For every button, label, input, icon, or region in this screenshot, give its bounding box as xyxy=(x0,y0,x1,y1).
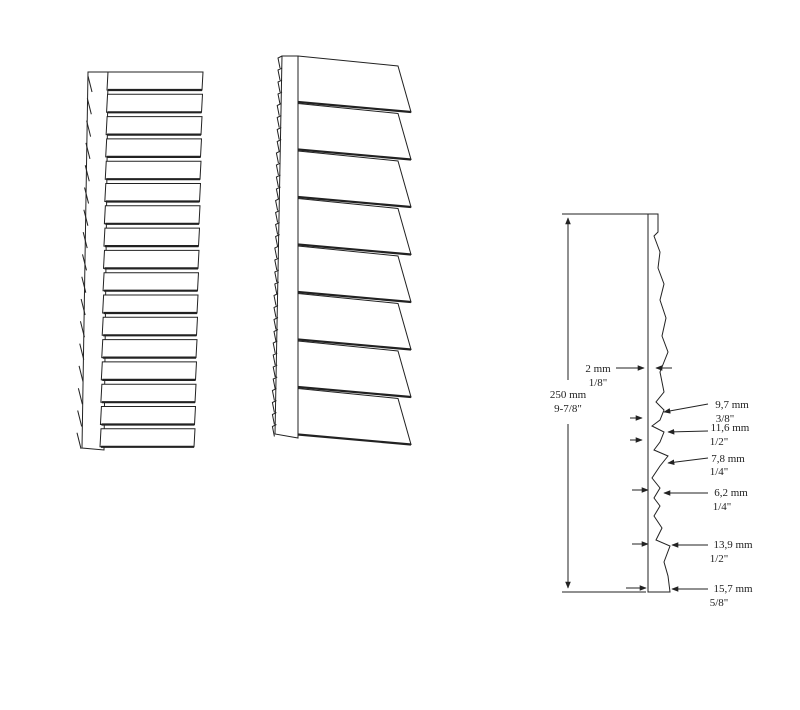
small-shelf xyxy=(85,138,203,160)
profile-section-view: 250 mm 9-7/8" 2 mm 1/8" 9,7 mm 3/8" 11,6… xyxy=(550,213,753,609)
tooth1-leader xyxy=(663,403,709,414)
large-shelf xyxy=(277,55,412,114)
small-shelf xyxy=(83,205,201,226)
tooth2-metric-label: 11,6 mm xyxy=(711,422,750,434)
tooth1-metric-label: 9,7 mm xyxy=(715,399,749,411)
profile-outline xyxy=(646,213,671,593)
small-shelf xyxy=(78,361,198,383)
tooth3-imperial-label: 1/4" xyxy=(710,466,729,478)
large-shelf xyxy=(271,387,412,446)
small-shelf xyxy=(79,339,198,360)
base-metric-label: 15,7 mm xyxy=(713,583,753,595)
large-shelf xyxy=(274,245,412,304)
tooth2-leader xyxy=(667,429,709,435)
large-shelf xyxy=(275,197,412,256)
large-shelf xyxy=(275,150,412,209)
gap-imperial-label: 1/8" xyxy=(589,377,608,389)
tooth5-metric-label: 13,9 mm xyxy=(713,539,753,551)
tooth4-imperial-label: 1/4" xyxy=(713,501,732,513)
small-shelf xyxy=(84,183,202,204)
tooth4-metric-label: 6,2 mm xyxy=(714,487,748,499)
small-shelf xyxy=(77,406,197,427)
large-shelf xyxy=(276,102,412,161)
small-shelf xyxy=(86,116,203,137)
large-rack-back-board xyxy=(274,55,299,439)
small-shelf xyxy=(84,160,202,182)
tooth3-metric-label: 7,8 mm xyxy=(711,453,745,465)
large-shelf-rack-view xyxy=(271,55,412,446)
small-shelf xyxy=(82,227,201,249)
height-metric-label: 250 mm xyxy=(550,389,587,401)
large-shelf xyxy=(272,340,412,399)
small-shelf-rack-view xyxy=(76,71,204,451)
small-shelf xyxy=(76,428,196,449)
small-rack-back-board xyxy=(81,71,109,451)
small-shelf xyxy=(81,272,200,293)
small-shelf xyxy=(82,249,200,271)
small-shelf xyxy=(80,294,199,316)
small-shelf xyxy=(87,71,204,93)
small-shelf xyxy=(86,93,204,115)
height-imperial-label: 9-7/8" xyxy=(554,403,582,415)
small-shelf xyxy=(77,383,197,405)
tooth3-leader xyxy=(667,457,709,465)
small-shelf xyxy=(79,316,199,338)
tooth2-imperial-label: 1/2" xyxy=(710,436,729,448)
gap-metric-label: 2 mm xyxy=(585,363,611,375)
tooth1-imperial-label: 3/8" xyxy=(716,413,735,425)
large-shelf xyxy=(273,292,412,351)
base-imperial-label: 5/8" xyxy=(710,597,729,609)
tooth5-imperial-label: 1/2" xyxy=(710,553,729,565)
